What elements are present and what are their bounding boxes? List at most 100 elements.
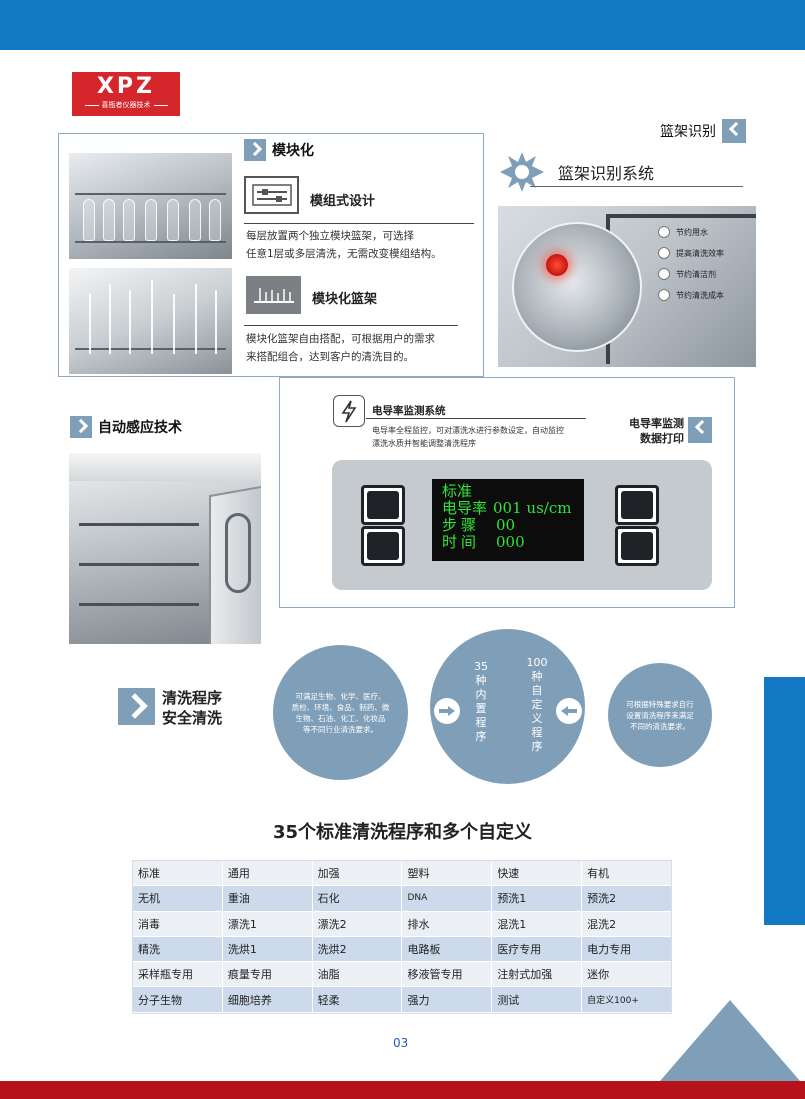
table-cell: 采样瓶专用	[132, 961, 223, 988]
table-cell: 移液管专用	[401, 961, 493, 988]
table-cell: 电力专用	[581, 935, 672, 963]
industries-circle: 可满足生物、化学、医疗、 质检、环境、食品、制药、微 生物、石油、化工、化妆品 …	[273, 645, 408, 780]
rack-photo-bottom	[69, 268, 232, 374]
custom-circle: 可根据特殊要求自行 设置清洗程序来满足 不同的清洗要求。	[608, 663, 712, 767]
custom-programs-label: 100 种 自 定 义 程 序	[526, 656, 548, 753]
table-row: 分子生物细胞培养轻柔强力测试自定义100+	[132, 986, 672, 1013]
table-cell: 漂洗2	[311, 910, 403, 937]
lightning-icon	[333, 395, 365, 427]
table-cell: 混洗1	[491, 910, 583, 937]
builtin-programs-label: 35 种 内 置 程 序	[474, 660, 488, 743]
module-rack-desc: 模块化篮架自由搭配，可根据用户的需求 来搭配组合，达到客户的清洗目的。	[246, 333, 435, 363]
table-cell: 分子生物	[132, 986, 223, 1013]
bubble-item: 节约用水	[658, 226, 708, 238]
table-cell: 重油	[221, 885, 313, 912]
panel-button[interactable]	[615, 526, 659, 566]
table-cell: 油脂	[311, 961, 403, 988]
lcd-row: 标准	[442, 482, 473, 500]
table-cell: 有机	[581, 859, 672, 887]
module-design-title: 模组式设计	[310, 194, 376, 209]
bottom-banner	[0, 1081, 805, 1099]
basket-id-system-title: 篮架识别系统	[558, 164, 655, 183]
table-cell: 塑料	[401, 859, 493, 887]
table-cell: 洗烘1	[221, 935, 313, 963]
logo-subtitle: 喜瓶者仪器技术	[101, 101, 151, 109]
table-cell: 通用	[221, 859, 313, 887]
washer-door-photo	[69, 453, 261, 644]
table-row: 采样瓶专用痕量专用油脂移液管专用注射式加强迷你	[132, 961, 672, 988]
table-cell: 无机	[132, 885, 223, 912]
panel-button[interactable]	[615, 485, 659, 525]
chevron-left-icon	[688, 417, 712, 443]
table-row: 标准通用加强塑料快速有机	[132, 859, 672, 887]
efficiency-icon	[658, 247, 670, 259]
programs-heading: 清洗程序 安全清洗	[162, 689, 223, 727]
table-cell: 排水	[401, 910, 493, 937]
table-cell: 测试	[491, 986, 583, 1013]
chevron-right-icon	[118, 688, 155, 725]
table-cell: 洗烘2	[311, 935, 403, 963]
table-cell: 电路板	[401, 935, 493, 963]
water-drop-icon	[658, 226, 670, 238]
gear-star-icon	[500, 152, 544, 192]
panel-button[interactable]	[361, 526, 405, 566]
basket-id-tag: 篮架识别	[660, 119, 746, 143]
table-cell: 加强	[311, 859, 403, 887]
module-design-desc: 每层放置两个独立模块篮架，可选择 任意1层或多层清洗，无需改变模组结构。	[246, 230, 442, 260]
detergent-icon	[658, 268, 670, 280]
table-cell: 精洗	[132, 935, 223, 963]
modular-section-frame	[58, 133, 484, 377]
panel-button[interactable]	[361, 485, 405, 525]
table-cell: 迷你	[581, 961, 672, 988]
chevron-right-icon	[70, 416, 92, 438]
top-banner	[0, 0, 805, 50]
cost-icon	[658, 289, 670, 301]
chevron-left-icon	[722, 119, 746, 143]
programs-table-title: 35个标准清洗程序和多个自定义	[272, 822, 533, 843]
logo-mark: XPZ	[96, 74, 156, 99]
corner-triangle	[660, 1000, 800, 1081]
side-tab	[764, 677, 805, 925]
conductivity-tag: 电导率监测 数据打印	[629, 417, 684, 445]
table-cell: 快速	[491, 859, 583, 887]
table-cell: 混洗2	[581, 910, 672, 937]
conductivity-section-frame	[279, 377, 735, 608]
module-rack-icon	[246, 276, 301, 314]
page-number: 03	[393, 1036, 409, 1050]
table-cell: 注射式加强	[491, 961, 583, 988]
conductivity-title: 电导率监测系统	[372, 405, 446, 417]
module-design-icon	[244, 176, 299, 214]
table-cell: 轻柔	[311, 986, 403, 1013]
arrow-left-icon	[556, 698, 582, 724]
chevron-right-icon	[244, 139, 266, 161]
table-cell: 漂洗1	[221, 910, 313, 937]
brand-logo: XPZ 喜瓶者仪器技术	[72, 72, 180, 116]
table-cell: 自定义100+	[581, 986, 672, 1013]
auto-sense-heading: 自动感应技术	[70, 416, 182, 438]
table-cell: 石化	[311, 885, 403, 912]
table-cell: 预洗2	[581, 885, 672, 912]
table-cell: 强力	[401, 986, 493, 1013]
table-cell: 预洗1	[491, 885, 583, 912]
table-cell: DNA	[401, 885, 493, 912]
bubble-item: 提高清洗效率	[658, 247, 724, 259]
rack-photo-top	[69, 153, 232, 259]
arrow-right-icon	[434, 698, 460, 724]
table-cell: 医疗专用	[491, 935, 583, 963]
bubble-item: 节约清洗成本	[658, 289, 724, 301]
table-cell: 细胞培养	[221, 986, 313, 1013]
basket-id-photo: 节约用水 提高清洗效率 节约清洁剂 节约清洗成本	[498, 206, 756, 367]
bubble-item: 节约清洁剂	[658, 268, 716, 280]
table-cell: 消毒	[132, 910, 223, 937]
table-cell: 痕量专用	[221, 961, 313, 988]
modular-heading: 模块化	[244, 139, 314, 161]
conductivity-desc: 电导率全程监控，可对漂洗水进行参数设定，自动监控 漂洗水质并智能调整清洗程序	[372, 426, 564, 448]
